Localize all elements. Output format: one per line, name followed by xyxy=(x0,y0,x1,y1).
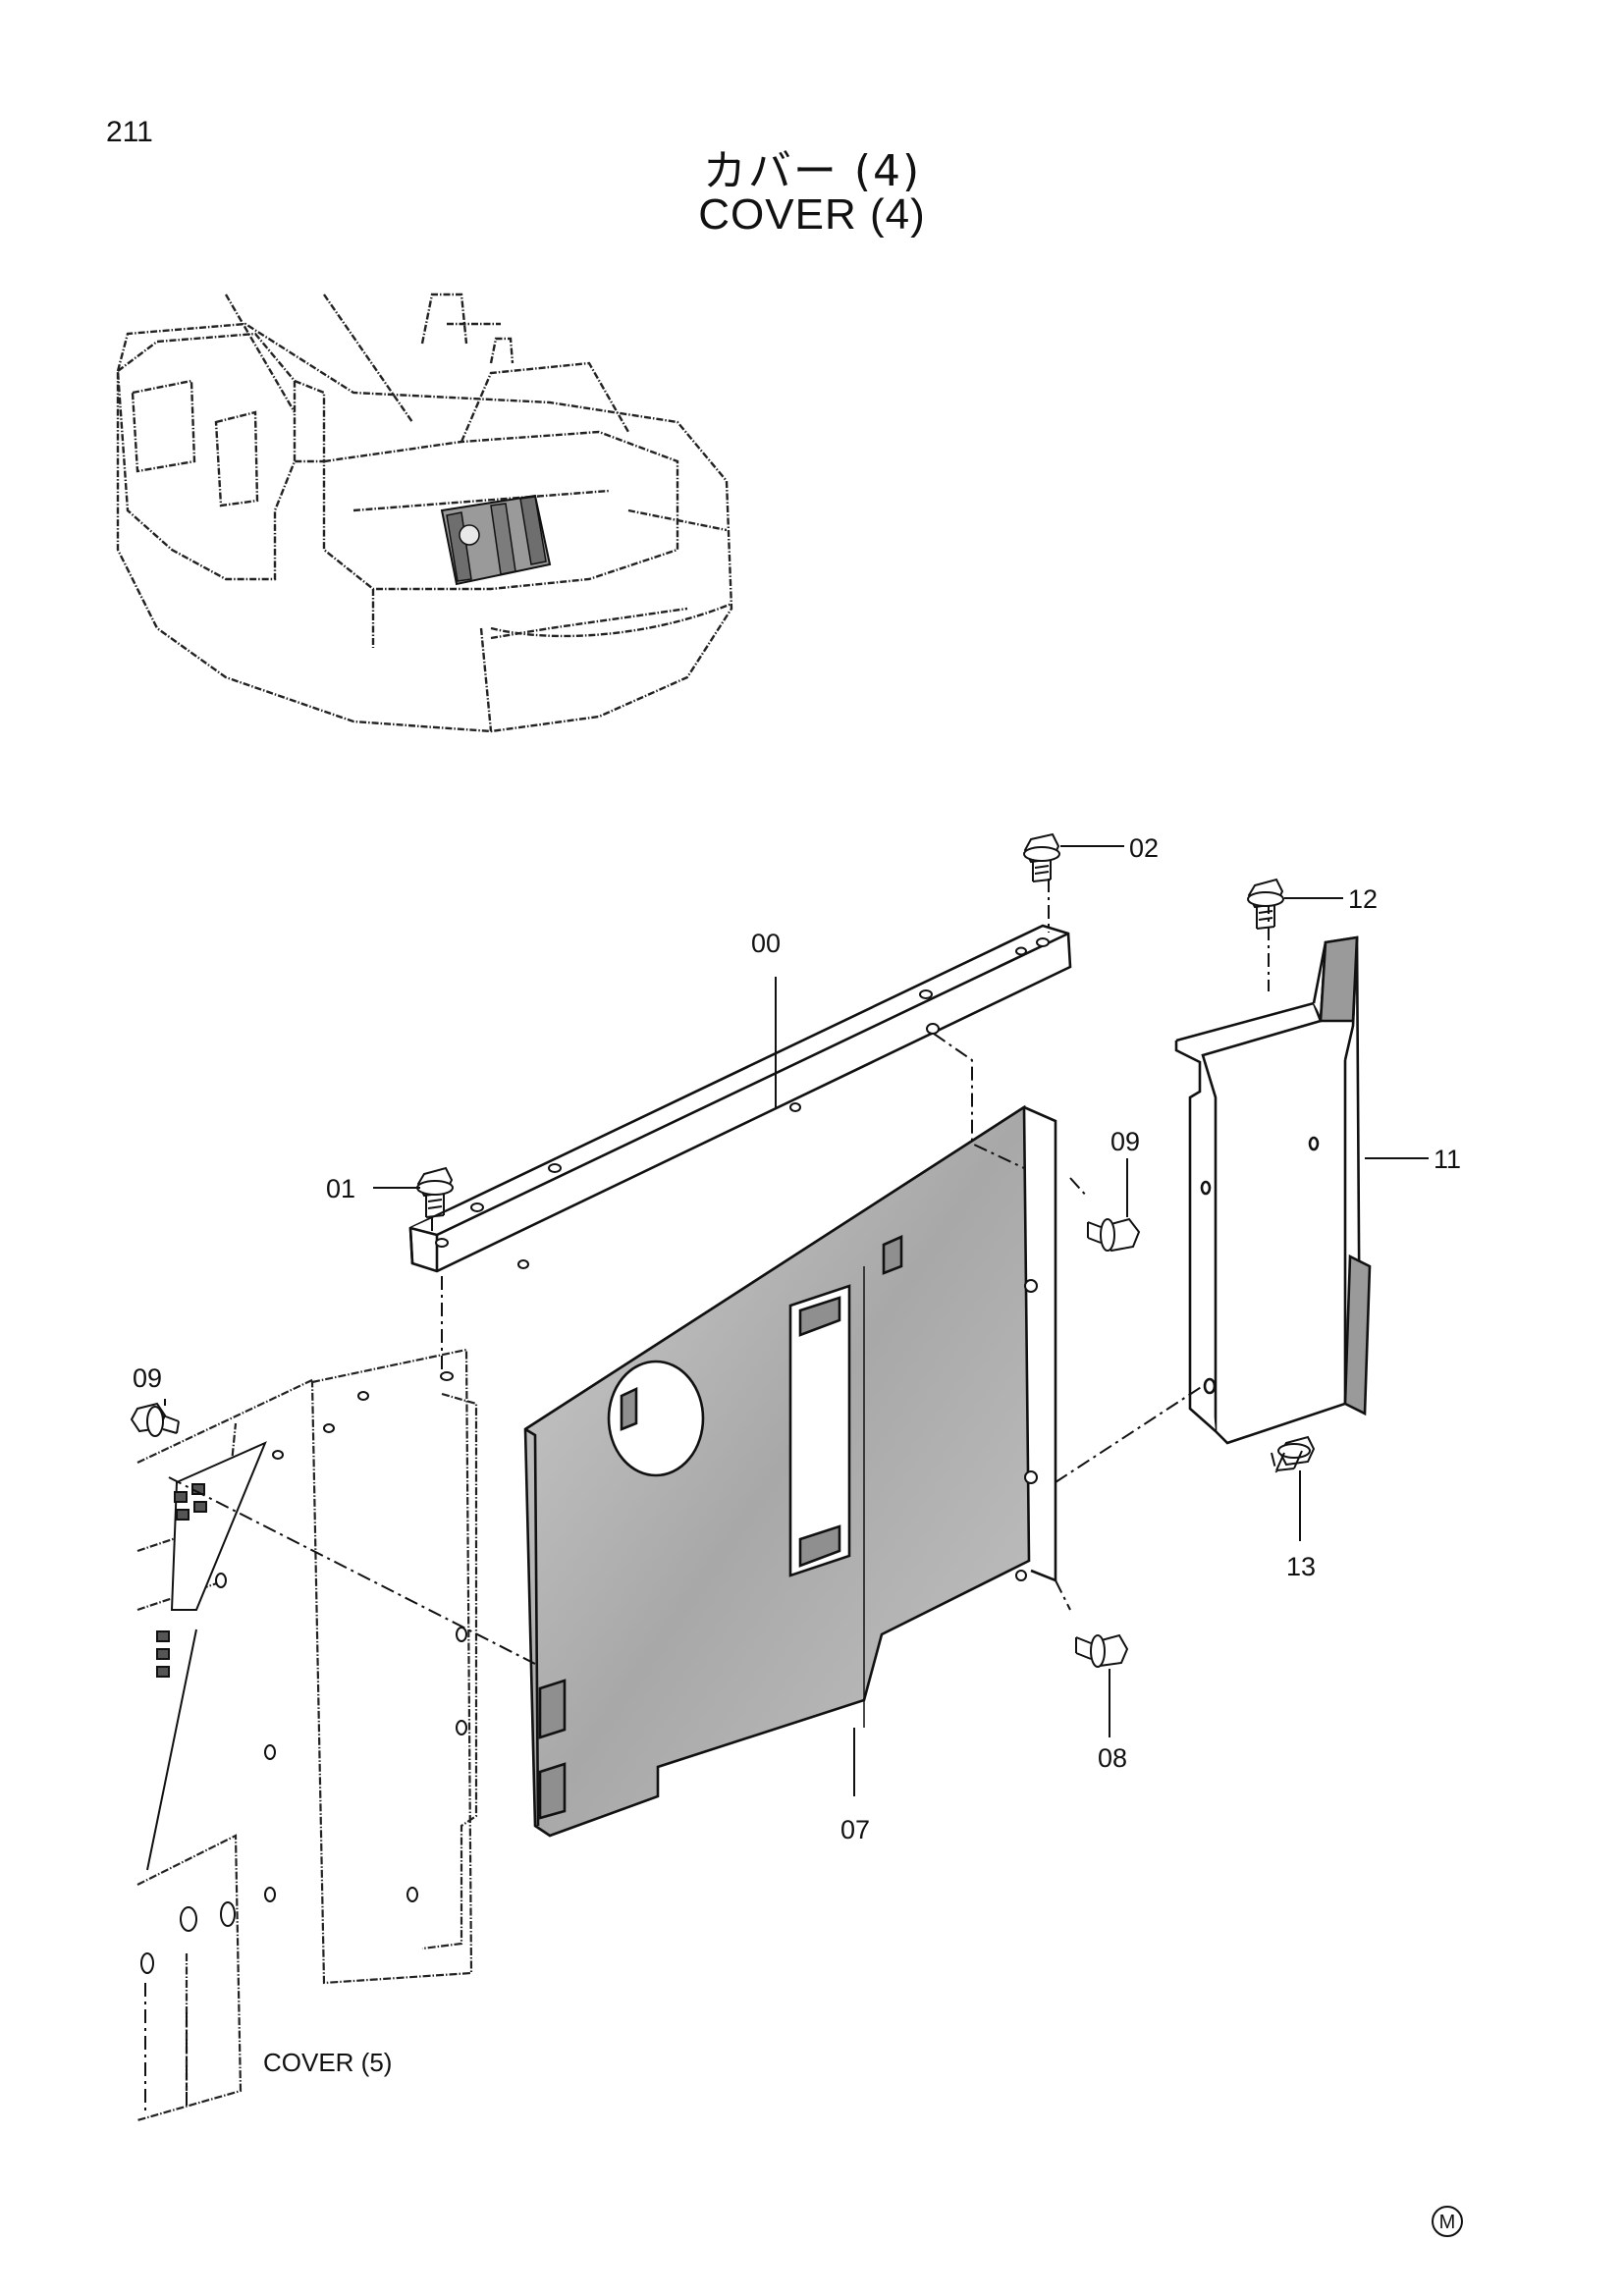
callout-02: 02 xyxy=(1129,833,1159,863)
part-07-cover-panel xyxy=(523,1104,1057,1838)
callout-11: 11 xyxy=(1434,1145,1461,1174)
footer-m-mark: M xyxy=(1432,2206,1463,2237)
bolt-12 xyxy=(1247,878,1284,930)
callout-12: 12 xyxy=(1348,884,1378,914)
callout-13: 13 xyxy=(1286,1552,1316,1581)
bolt-09-left xyxy=(130,1402,180,1437)
part-00-top-rail xyxy=(408,924,1072,1273)
bolt-01 xyxy=(416,1166,454,1218)
callout-09-left: 09 xyxy=(133,1363,162,1393)
adjacent-cover-5-structure xyxy=(136,1348,478,2122)
bolt-09-right xyxy=(1087,1217,1141,1253)
cover-5-reference: COVER (5) xyxy=(263,2048,392,2077)
callout-07: 07 xyxy=(840,1815,870,1844)
callout-00: 00 xyxy=(751,929,781,958)
callout-08: 08 xyxy=(1098,1743,1127,1773)
callout-leaders xyxy=(164,845,1429,1796)
bolt-08 xyxy=(1075,1633,1129,1668)
adjacent-cover-5-details xyxy=(140,1371,467,1974)
bolt-02 xyxy=(1023,832,1060,882)
callout-01: 01 xyxy=(326,1174,355,1203)
bolt-13 xyxy=(1275,1435,1316,1471)
page-number: 211 xyxy=(106,116,153,148)
page-title-english: COVER (4) xyxy=(698,190,926,239)
overview-cover-highlight xyxy=(440,494,552,586)
part-11-side-bracket xyxy=(1174,935,1372,1445)
assembly-lines xyxy=(144,879,1277,2110)
excavator-overview-illustration xyxy=(116,293,733,733)
footer-mark-letter: M xyxy=(1439,2212,1456,2233)
callout-09-right: 09 xyxy=(1110,1127,1140,1156)
page-title-japanese: カバー (4) xyxy=(702,146,922,196)
